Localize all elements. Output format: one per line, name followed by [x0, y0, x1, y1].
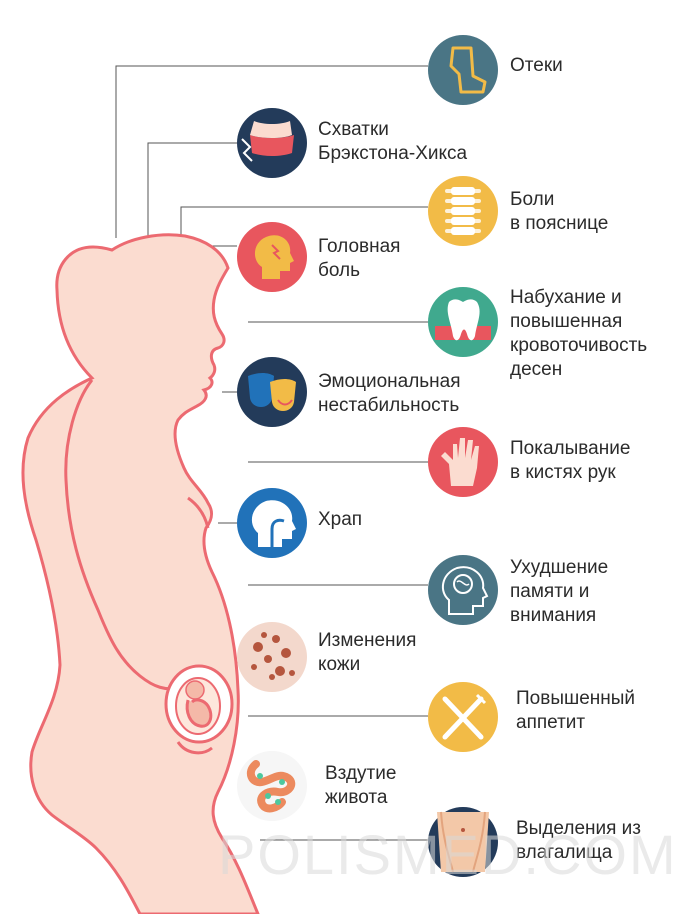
symptom-label-appetite: Повышенный аппетит: [516, 687, 635, 735]
symptom-label-line: Схватки: [318, 119, 389, 140]
theater-masks-icon: [237, 357, 307, 427]
symptom-label-line: Повышенный: [516, 688, 636, 709]
symptom-label-line: в кистях рук: [510, 462, 616, 483]
symptom-label-line: Храп: [318, 509, 363, 530]
symptom-label-line: внимания: [510, 605, 597, 626]
symptom-label-back: Боли в пояснице: [510, 188, 608, 236]
symptom-label-line: боль: [318, 260, 361, 281]
brain-head-icon: [428, 555, 498, 625]
symptom-label-line: Набухание и: [510, 287, 622, 308]
contraction-icon: [237, 108, 307, 178]
connector-lines: [115, 65, 428, 841]
symptom-label-line: памяти и: [510, 581, 590, 602]
spine-icon: [428, 176, 498, 246]
symptom-icons: [237, 35, 498, 877]
pelvis-icon: [428, 807, 498, 877]
symptom-label-line: влагалища: [516, 842, 613, 863]
symptom-label-line: кровоточивость: [510, 335, 648, 356]
tooth-gum-icon: [428, 287, 498, 357]
symptom-label-line: Отеки: [510, 55, 563, 76]
connector-line: [147, 142, 237, 238]
symptom-label-line: Вздутие: [325, 763, 397, 784]
symptom-label-line: Ухудшение: [510, 557, 609, 578]
head-airway-icon: [237, 488, 307, 558]
symptom-label-gums: Набухание и повышенная кровоточивость десен: [510, 286, 647, 382]
symptom-label-headache: Головная боль: [318, 235, 400, 283]
breast-line: [187, 496, 210, 529]
symptom-label-line: Изменения: [318, 630, 417, 651]
symptom-label-line: Покалывание: [510, 438, 631, 459]
symptom-label-tingling: Покалывание в кистях рук: [510, 437, 630, 485]
body-silhouette: [21, 233, 260, 914]
belly-crease: [176, 741, 213, 755]
symptom-label-oteki: Отеки: [510, 54, 563, 78]
symptom-label-discharge: Выделения из влагалища: [516, 817, 641, 865]
symptom-label-snoring: Храп: [318, 508, 362, 532]
watermark: POLISMED.COM: [218, 823, 678, 886]
symptom-label-line: Головная: [318, 236, 401, 257]
symptom-label-line: Брэкстона-Хикса: [318, 143, 468, 164]
symptom-label-line: Выделения из: [516, 818, 642, 839]
symptom-label-line: повышенная: [510, 311, 623, 332]
fetus-icon: [175, 677, 221, 735]
headache-icon: [237, 222, 307, 292]
skin-spots-icon: [237, 622, 307, 692]
symptom-label-line: Эмоциональная: [318, 371, 461, 392]
symptom-label-emotion: Эмоциональная нестабильность: [318, 370, 461, 418]
symptom-label-bloating: Вздутие живота: [325, 762, 396, 810]
hand-icon: [428, 427, 498, 497]
connector-line: [115, 65, 428, 238]
symptom-label-memory: Ухудшение памяти и внимания: [510, 556, 608, 628]
symptom-label-line: живота: [325, 787, 388, 808]
symptom-label-line: кожи: [318, 654, 361, 675]
symptom-label-skin: Изменения кожи: [318, 629, 416, 677]
arm-outline: [64, 379, 177, 691]
symptom-label-line: десен: [510, 359, 563, 380]
fork-knife-icon: [428, 682, 498, 752]
symptom-label-line: аппетит: [516, 712, 586, 733]
intestine-icon: [237, 751, 307, 821]
leg-swelling-icon: [428, 35, 498, 105]
pregnant-woman-silhouette: [21, 233, 260, 914]
connector-line: [180, 206, 428, 238]
symptom-label-line: нестабильность: [318, 395, 460, 416]
symptom-label-line: Боли: [510, 189, 555, 210]
symptom-label-line: в пояснице: [510, 213, 609, 234]
